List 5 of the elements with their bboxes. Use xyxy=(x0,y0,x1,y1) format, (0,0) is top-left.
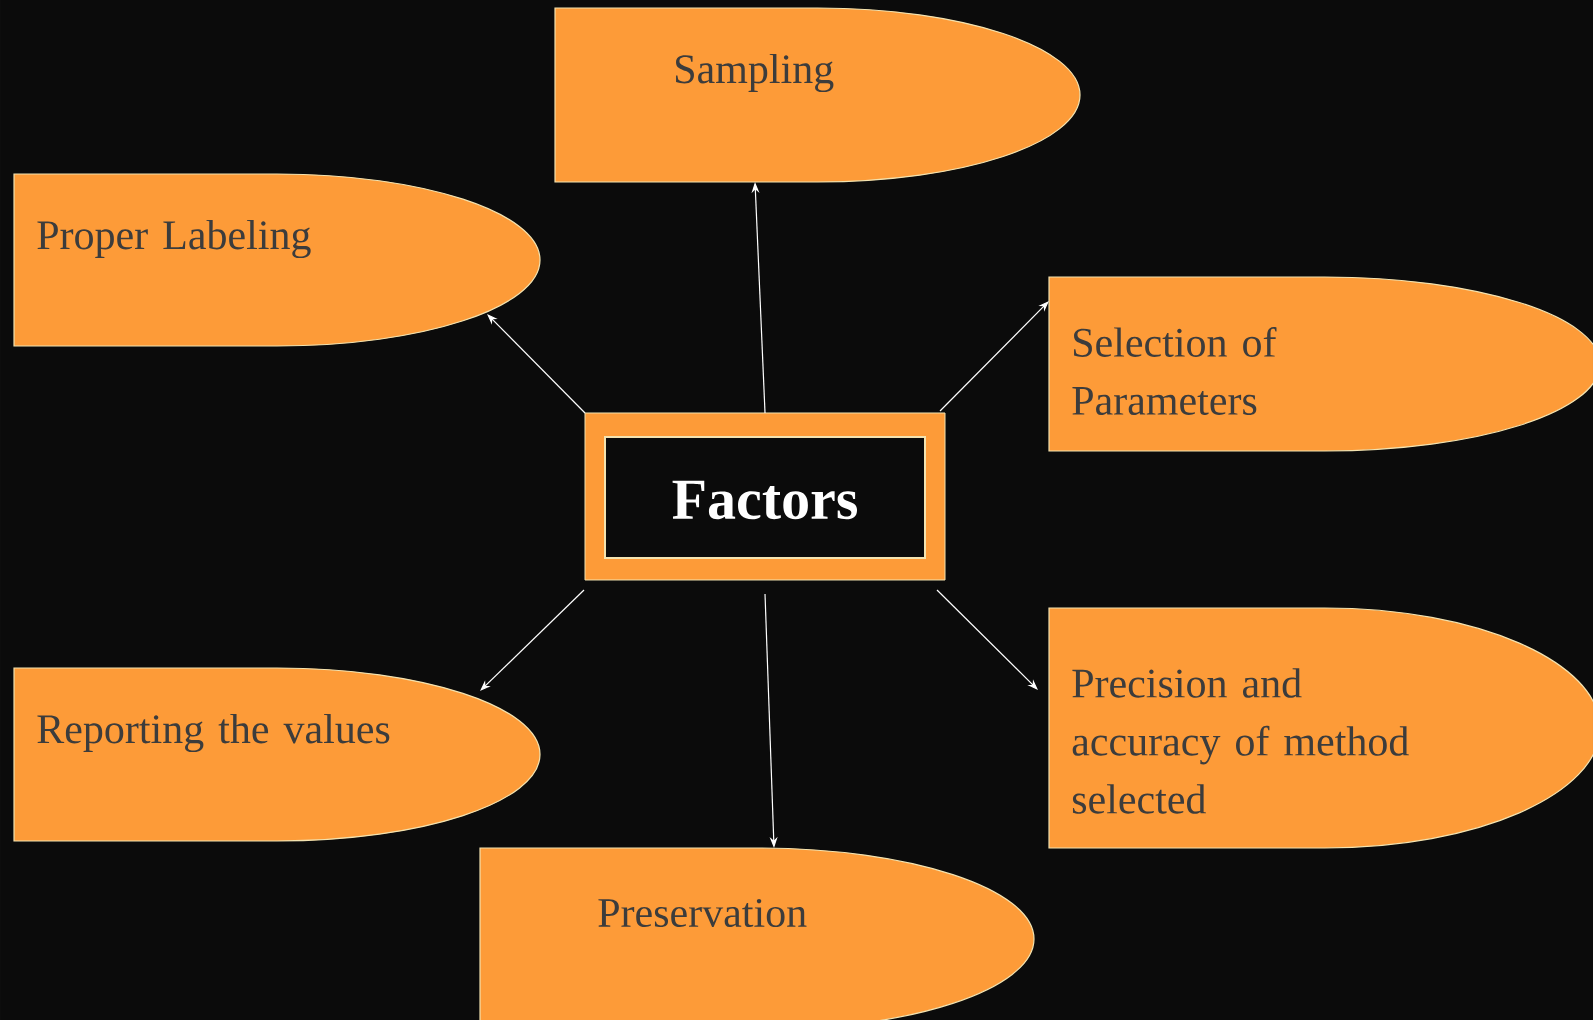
arrow xyxy=(939,301,1049,412)
arrow xyxy=(480,589,585,691)
central-box: Factors xyxy=(584,412,946,581)
arrow xyxy=(936,589,1038,690)
arrow xyxy=(487,314,586,414)
